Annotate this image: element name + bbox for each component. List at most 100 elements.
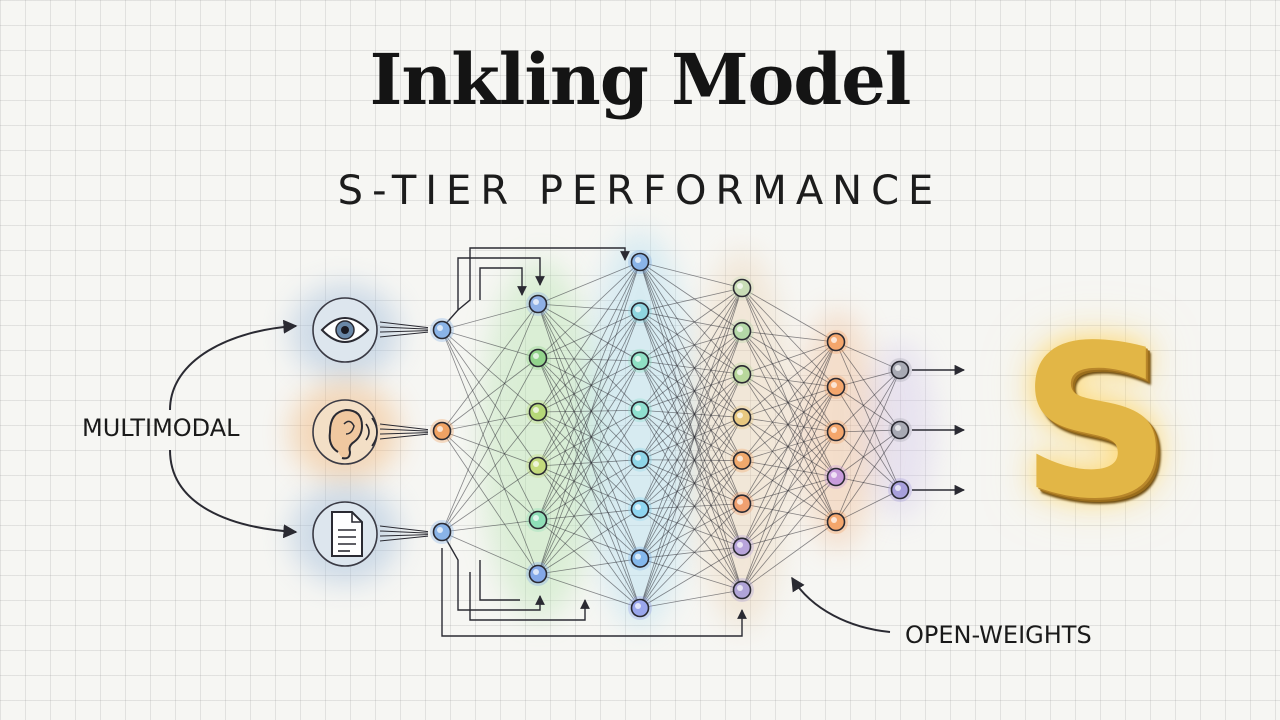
node-highlight <box>533 569 539 575</box>
node-highlight <box>437 527 443 533</box>
network-edge <box>441 303 539 331</box>
network-edge <box>639 503 743 609</box>
network-edge <box>639 410 743 591</box>
network-edge <box>639 287 743 362</box>
network-edge <box>441 303 539 533</box>
network-edge <box>639 373 743 461</box>
network-edge <box>639 508 743 548</box>
network-edge <box>741 460 837 523</box>
network-edge <box>741 287 837 433</box>
network-edge <box>741 287 837 523</box>
network-edge <box>441 329 539 413</box>
network-edge <box>835 431 901 491</box>
network-edge <box>639 546 743 559</box>
network-edge <box>639 311 743 375</box>
network-edge <box>639 409 743 418</box>
network-edge <box>741 521 837 591</box>
network-edge <box>537 508 641 521</box>
input-stub-line <box>379 428 429 432</box>
network-edge <box>741 341 837 591</box>
network-edge <box>741 476 837 505</box>
network-edge <box>741 373 837 388</box>
network-edge <box>537 360 641 575</box>
network-edge <box>441 357 539 533</box>
document-icon <box>331 511 363 557</box>
network-edge <box>639 287 743 510</box>
network-edge <box>537 311 641 413</box>
network-edge <box>741 374 837 478</box>
network-edge <box>835 429 901 433</box>
network-edge <box>741 330 837 433</box>
network-edge <box>639 459 743 591</box>
network-edge <box>537 303 641 411</box>
network-edge <box>537 357 641 411</box>
network-edge <box>835 341 901 431</box>
output-arrows <box>912 364 966 496</box>
network-edge <box>537 261 641 305</box>
network-edge <box>639 261 743 547</box>
node-highlight <box>831 382 837 388</box>
node-highlight <box>895 365 901 371</box>
network-edge <box>537 519 641 559</box>
node-highlight <box>635 454 641 461</box>
network-edge <box>741 287 837 388</box>
network-edge <box>639 508 743 591</box>
network-edge <box>639 330 743 559</box>
network-edge <box>835 429 901 478</box>
node-highlight <box>437 325 443 331</box>
page-subtitle: S-TIER PERFORMANCE <box>337 168 943 214</box>
input-stub-line <box>379 534 429 537</box>
network-edge <box>639 311 743 461</box>
network-edge <box>537 303 641 460</box>
network-edge <box>639 417 743 609</box>
node-highlight <box>635 306 641 313</box>
node-highlight <box>635 355 641 362</box>
network-edge <box>741 341 837 548</box>
network-edge <box>639 417 743 461</box>
network-edge <box>639 261 743 461</box>
network-edge <box>741 341 837 375</box>
network-connections <box>441 261 901 609</box>
network-edge <box>835 369 901 478</box>
node-highlight <box>737 283 743 289</box>
network-edge <box>639 311 743 332</box>
network-edge <box>741 503 837 523</box>
node-highlight <box>831 517 837 523</box>
network-edge <box>537 261 641 575</box>
network-edge <box>639 459 743 461</box>
network-edge <box>537 357 641 510</box>
open-weights-label: OPEN-WEIGHTS <box>905 621 1092 649</box>
node-highlight <box>737 326 743 333</box>
network-edge <box>741 417 837 523</box>
network-edge <box>537 360 641 467</box>
network-edge <box>741 330 837 343</box>
network-edge <box>537 303 641 312</box>
network-nodes <box>430 250 912 620</box>
node-highlight <box>737 369 743 376</box>
network-edge <box>835 489 901 523</box>
node-highlight <box>831 427 837 433</box>
network-edge <box>835 429 901 523</box>
node-highlight <box>895 425 901 431</box>
network-edge <box>537 311 641 467</box>
network-edge <box>537 357 641 362</box>
node-highlight <box>831 472 837 478</box>
network-edge <box>639 589 743 609</box>
network-edge <box>639 330 743 510</box>
network-edge <box>537 508 641 575</box>
network-edge <box>441 411 539 533</box>
network-edge <box>537 357 641 559</box>
network-edge <box>639 261 743 591</box>
input-stub-line <box>379 331 429 338</box>
network-edge <box>639 261 743 289</box>
network-edge <box>537 573 641 609</box>
network-edge <box>441 465 539 533</box>
network-edge <box>537 410 641 575</box>
network-edge <box>537 303 641 609</box>
network-edge <box>741 431 837 461</box>
multimodal-arrow-up <box>169 319 298 411</box>
network-edge <box>639 311 743 591</box>
network-edge <box>537 303 641 559</box>
multimodal-arrow-down <box>169 449 298 539</box>
network-edge <box>639 360 743 548</box>
